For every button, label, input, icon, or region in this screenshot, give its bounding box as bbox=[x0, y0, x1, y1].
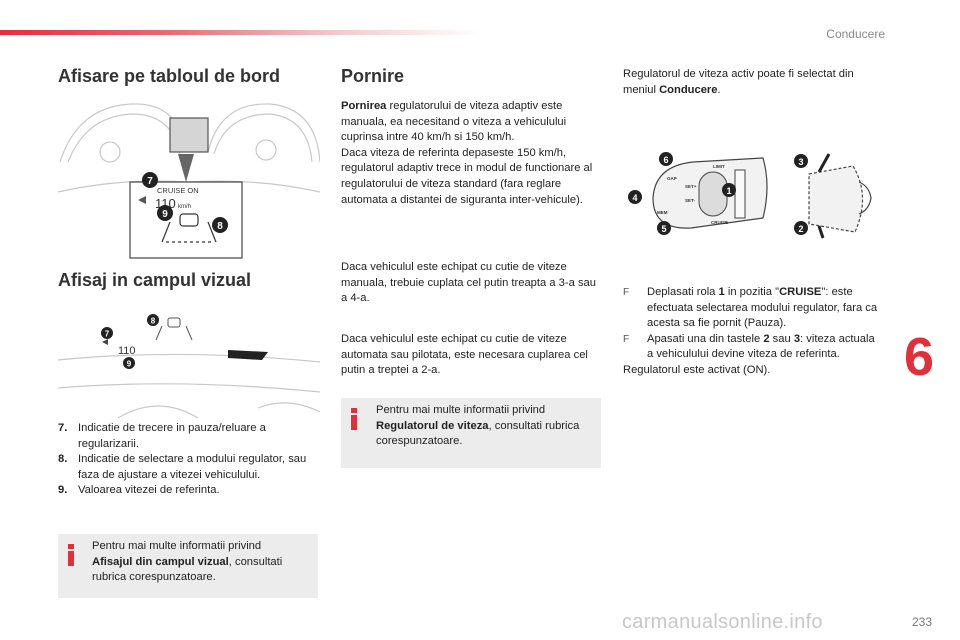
stalk-callout-6: 6 bbox=[659, 152, 673, 166]
callout-7: 7 bbox=[142, 172, 158, 188]
svg-text:8: 8 bbox=[151, 317, 156, 326]
stalk-label-mem: MEM bbox=[657, 210, 668, 215]
cluster-screen bbox=[169, 117, 209, 153]
chapter-number-tab: 6 bbox=[904, 327, 935, 387]
svg-text:7: 7 bbox=[105, 330, 110, 339]
hud-projector bbox=[228, 350, 268, 360]
stalk-label-set-minus: SET- bbox=[685, 198, 696, 203]
hud-speed-value: 110 bbox=[118, 345, 136, 357]
chapter-title: Conducere bbox=[826, 27, 885, 41]
legend-item: 9. Valoarea vitezei de referinta. bbox=[58, 484, 220, 497]
stalk-callout-5: 5 bbox=[657, 221, 671, 235]
svg-text:6: 6 bbox=[663, 155, 668, 165]
heading-hud-display: Afisaj in campul vizual bbox=[58, 270, 252, 290]
hud-car-follow-icon bbox=[155, 317, 193, 341]
svg-text:8: 8 bbox=[217, 221, 223, 232]
legend-list: 7. Indicatie de trecere in pauza/reluare… bbox=[58, 421, 320, 499]
stalk-label-gap: GAP bbox=[667, 176, 677, 181]
stalk-callout-2: 2 bbox=[794, 221, 808, 235]
callout-8: 8 bbox=[212, 217, 228, 233]
svg-text:7: 7 bbox=[147, 176, 153, 187]
svg-text:9: 9 bbox=[162, 209, 168, 220]
manual-gearbox-paragraph: Daca vehiculul este echipat cu cutie de … bbox=[341, 261, 596, 305]
svg-text:3: 3 bbox=[798, 157, 803, 167]
stalk-callout-4: 4 bbox=[628, 190, 642, 204]
legend-item: 7. Indicatie de trecere in pauza/reluare… bbox=[58, 422, 266, 450]
stalk-callout-3: 3 bbox=[794, 154, 808, 168]
info-icon bbox=[351, 408, 357, 430]
instruction-item: F Deplasati rola 1 in pozitia "CRUISE": … bbox=[623, 286, 878, 330]
page-number: 233 bbox=[912, 615, 933, 629]
stalk-illustration: GAP LIMIT SET+ SET- MEM CRUISE 1 6 4 5 3… bbox=[628, 152, 872, 239]
stalk-label-set-plus: SET+ bbox=[685, 184, 697, 189]
svg-text:4: 4 bbox=[632, 193, 637, 203]
conclusion-text: Regulatorul este activat (ON). bbox=[623, 363, 771, 376]
hud-pause-icon bbox=[102, 339, 108, 345]
stalk-label-cruise: CRUISE bbox=[711, 220, 728, 225]
bullet-icon: F bbox=[623, 287, 630, 298]
info-box-speed-regulator: Pentru mai multe informatii privind Regu… bbox=[341, 398, 601, 468]
hud-callout-9: 9 bbox=[123, 357, 135, 369]
heading-start: Pornire bbox=[341, 66, 405, 86]
heading-dashboard-display: Afisare pe tabloul de bord bbox=[58, 66, 281, 86]
cluster-illustration: CRUISE ON 110 km/h 7 9 8 bbox=[58, 103, 320, 259]
cruise-on-text: CRUISE ON bbox=[157, 186, 199, 195]
callout-9: 9 bbox=[157, 205, 173, 221]
instruction-item: F Apasati una din tastele 2 sau 3: vitez… bbox=[623, 332, 875, 361]
instruction-list: F Deplasati rola 1 in pozitia "CRUISE": … bbox=[623, 285, 881, 379]
svg-text:2: 2 bbox=[798, 224, 803, 234]
stalk-label-limit: LIMIT bbox=[713, 164, 725, 169]
svg-text:9: 9 bbox=[127, 360, 132, 369]
legend-item: 8. Indicatie de selectare a modului regu… bbox=[58, 453, 307, 481]
car-follow-icon bbox=[161, 213, 217, 243]
intro-paragraph: Regulatorul de viteza activ poate fi sel… bbox=[623, 68, 854, 96]
info-icon bbox=[68, 544, 74, 566]
stalk-callout-1: 1 bbox=[722, 183, 736, 197]
hud-callout-7: 7 bbox=[101, 327, 113, 339]
header-accent-bar bbox=[0, 30, 480, 35]
start-paragraph: Pornirea regulatorului de viteza adaptiv… bbox=[341, 100, 593, 206]
pause-resume-icon bbox=[138, 196, 146, 204]
hud-illustration: 110 7 8 9 bbox=[58, 314, 320, 418]
bullet-icon: F bbox=[623, 333, 630, 345]
info-box-hud: Pentru mai multe informatii privind Afis… bbox=[58, 534, 318, 598]
automatic-gearbox-paragraph: Daca vehiculul este echipat cu cutie de … bbox=[341, 333, 588, 377]
svg-text:5: 5 bbox=[661, 224, 666, 234]
cluster-speed-unit: km/h bbox=[178, 204, 191, 210]
watermark: carmanualsonline.info bbox=[622, 611, 823, 633]
svg-text:1: 1 bbox=[726, 186, 731, 196]
hud-callout-8: 8 bbox=[147, 314, 159, 326]
